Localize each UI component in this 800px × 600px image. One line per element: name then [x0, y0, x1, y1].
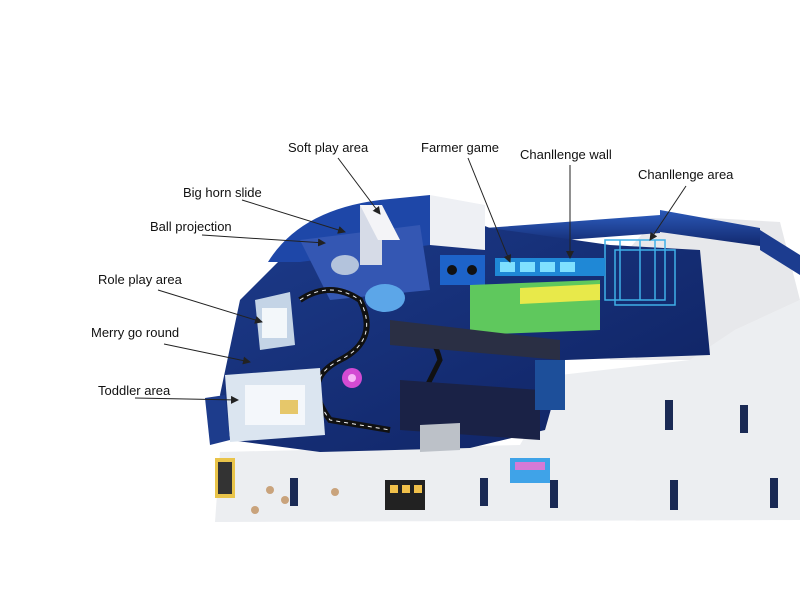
leader-toddler [134, 395, 239, 404]
front-wall [205, 395, 230, 445]
arcade-machines [385, 458, 550, 510]
arcade-booth [535, 360, 565, 410]
right-side-wall [660, 210, 760, 246]
leader-role-play [157, 289, 263, 324]
leader-merry-go-round [163, 343, 251, 365]
label-toddler-area: Toddler area [98, 383, 171, 398]
trampoline-pad [440, 255, 485, 285]
right-end-wall [760, 230, 800, 275]
challenge-wall-panels [495, 258, 605, 276]
ball-pit-dome [365, 284, 405, 312]
label-ball-projection: Ball projection [150, 219, 232, 234]
label-challenge-area: Chanllenge area [638, 167, 734, 182]
leader-ball-projection [201, 234, 326, 247]
ball-projection-dome [331, 255, 359, 275]
leader-big-horn-slide [241, 199, 346, 234]
stair-shadow [420, 423, 460, 452]
label-big-horn-slide: Big horn slide [183, 185, 262, 200]
label-role-play-area: Role play area [98, 272, 182, 287]
leader-soft-play [337, 157, 381, 215]
bridge-structure [390, 320, 560, 360]
mall-floor [215, 300, 800, 522]
challenge-frames [604, 239, 676, 306]
mall-pillars [290, 400, 778, 510]
horn-slide-top [360, 205, 400, 240]
label-challenge-wall: Chanllenge wall [520, 147, 612, 162]
label-merry-go-round: Merry go round [91, 325, 180, 340]
leader-lines [134, 157, 687, 404]
label-farmer-game: Farmer game [421, 140, 500, 155]
leader-farmer-game [467, 157, 512, 263]
farm-field-yellow [520, 284, 600, 304]
label-soft-play-area: Soft play area [288, 140, 369, 155]
farmer-game-structure [430, 195, 485, 250]
cafe-tables [251, 486, 339, 514]
leader-challenge-area [649, 185, 687, 241]
